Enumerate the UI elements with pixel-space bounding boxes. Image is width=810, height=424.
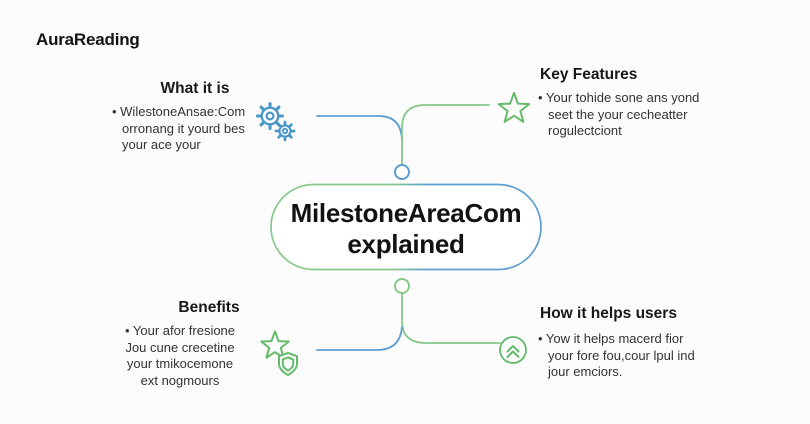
benefits-heading: Benefits xyxy=(178,299,240,316)
center-node: MilestoneAreaCom explained xyxy=(271,198,541,260)
boost-icon xyxy=(498,335,528,365)
key-features-line2: seet the your cecheatter xyxy=(548,106,688,122)
connector-top-left xyxy=(316,115,403,141)
top-junction-dot xyxy=(394,164,410,180)
key-features-line1: • Your tohide sone ans yond xyxy=(538,90,700,105)
center-node-line2: explained xyxy=(347,229,465,259)
how-it-helps-text: • Yow it helps macerd fior your fore fou… xyxy=(538,331,730,381)
how-it-helps-line2: your fore fou,cour lpul ind xyxy=(548,347,695,363)
how-it-helps-heading: How it helps users xyxy=(540,305,677,322)
star-shield-icon xyxy=(256,329,302,377)
what-it-is-text: • WilestoneAnsae:Com orronang it yourd b… xyxy=(112,104,274,154)
what-it-is-heading: What it is xyxy=(160,80,230,97)
what-it-is-line2: orronang it yourd bes xyxy=(122,120,245,136)
key-features-line3: rogulectciont xyxy=(548,123,622,139)
what-it-is-line1: • WilestoneAnsae:Com xyxy=(112,104,246,119)
star-icon xyxy=(495,89,533,127)
page-title: AuraReading xyxy=(36,30,140,49)
benefits-line3: your tmikocemone xyxy=(126,356,234,372)
benefits-line1: • Your afor fresione xyxy=(124,323,236,338)
benefits-line2: Jou cune crecetine xyxy=(125,339,235,355)
bottom-junction-dot xyxy=(394,278,410,294)
gears-icon xyxy=(254,101,300,143)
how-it-helps-line1: • Yow it helps macerd fior xyxy=(538,331,684,346)
connector-bottom-right xyxy=(401,292,501,344)
benefits-line4: ext nogmours xyxy=(140,372,220,388)
center-node-line1: MilestoneAreaCom xyxy=(290,198,522,228)
key-features-text: • Your tohide sone ans yond seet the you… xyxy=(538,90,726,140)
how-it-helps-line3: jour emciors. xyxy=(548,364,623,380)
what-it-is-line3: your ace your xyxy=(122,137,201,153)
connector-bottom-left xyxy=(316,326,403,351)
benefits-text: • Your afor fresione Jou cune crecetine … xyxy=(102,323,258,389)
key-features-heading: Key Features xyxy=(540,66,638,83)
connector-top-right xyxy=(401,104,490,166)
